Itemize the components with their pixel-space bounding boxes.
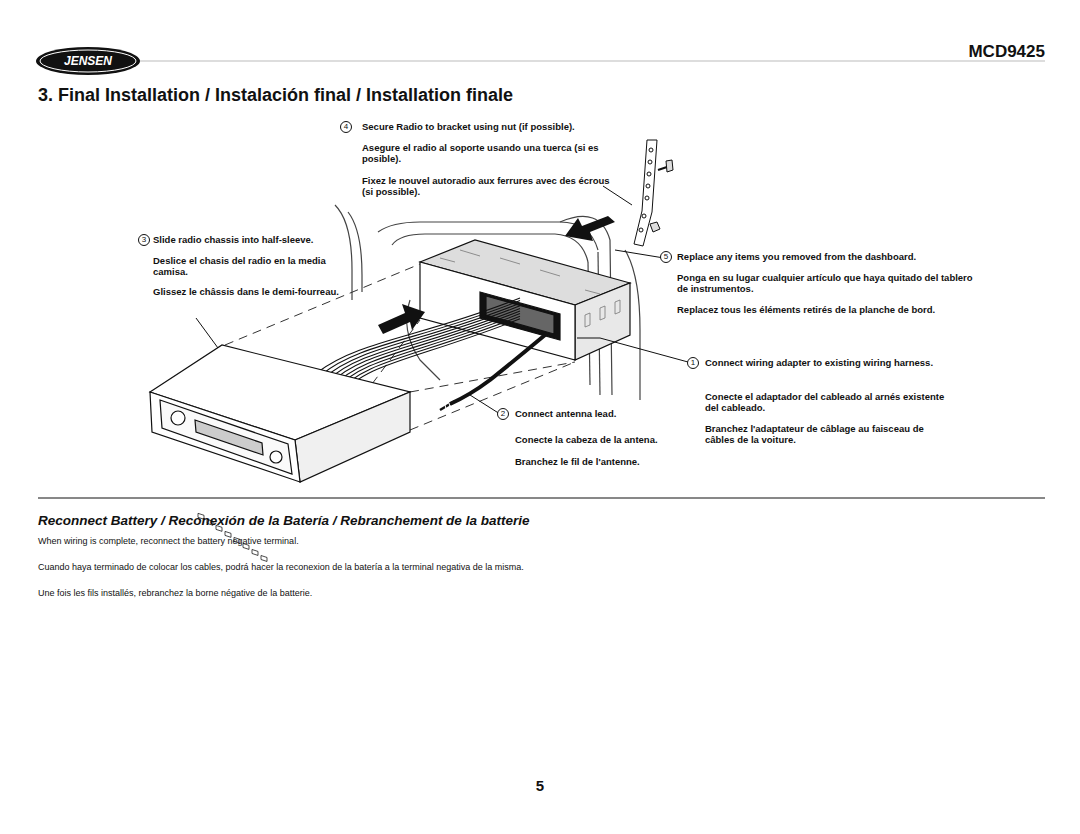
radio-chassis xyxy=(160,400,292,474)
instruction: Slide radio chassis into half-sleeve. xyxy=(153,234,363,245)
radio-chassis xyxy=(295,392,410,482)
logo-oval xyxy=(36,47,140,75)
callout-number: 1 xyxy=(691,359,695,367)
radio-chassis xyxy=(150,345,410,482)
instruction: Asegure el radio al soporte usando una t… xyxy=(362,142,612,165)
section-heading: Reconnect Battery / Reconexión de la Bat… xyxy=(38,513,938,529)
mounting-bracket xyxy=(645,196,649,200)
callout-number: 5 xyxy=(664,253,668,261)
leader-lines xyxy=(615,250,664,258)
model-number: MCD9425 xyxy=(920,42,1045,62)
insert-arrow xyxy=(378,304,425,334)
logo-text: JENSEN xyxy=(48,54,128,68)
antenna-plug-ribs xyxy=(445,403,450,409)
leader-lines xyxy=(577,338,688,362)
instruction: Conecte el adaptador del cableado al arn… xyxy=(705,391,945,414)
radio-button xyxy=(261,556,267,562)
callout-circle: 4 xyxy=(340,121,352,133)
instruction: Glissez le châssis dans le demi-fourreau… xyxy=(153,286,353,297)
radio-chassis xyxy=(195,420,263,455)
callout-number: 4 xyxy=(344,123,348,131)
dashboard-opening xyxy=(348,212,362,292)
radio-chassis xyxy=(150,392,300,482)
instruction: Connect wiring adapter to existing wirin… xyxy=(705,357,940,368)
mounting-bracket xyxy=(642,214,646,218)
callout-number: 2 xyxy=(501,410,505,418)
half-sleeve xyxy=(420,240,630,360)
half-sleeve xyxy=(575,283,630,360)
instruction: Secure Radio to bracket using nut (if po… xyxy=(362,121,622,132)
mounting-bracket xyxy=(648,160,652,164)
leader-lines xyxy=(470,395,500,414)
instruction: Conecte la cabeza de la antena. xyxy=(515,434,695,445)
alignment-lines xyxy=(410,362,575,430)
page-title: 3. Final Installation / Instalación fina… xyxy=(38,85,513,107)
instruction: Fixez le nouvel autoradio aux ferrures a… xyxy=(362,175,612,198)
radio-button xyxy=(252,549,258,555)
radio-chassis xyxy=(270,451,282,463)
mounting-bracket xyxy=(666,160,673,172)
instruction: Replace any items you removed from the d… xyxy=(677,251,987,262)
mounting-bracket xyxy=(650,222,660,232)
instruction: Branchez le fil de l'antenne. xyxy=(515,456,695,467)
antenna-plug xyxy=(440,401,455,410)
instruction: Ponga en su lugar cualquier artículo que… xyxy=(677,272,977,295)
leader-lines xyxy=(196,186,688,414)
sleeve-tabs xyxy=(440,250,620,327)
leader-lines xyxy=(196,318,218,348)
mounting-bracket xyxy=(649,148,653,152)
mounting-bracket xyxy=(647,172,651,176)
callout-circle: 3 xyxy=(138,234,150,246)
instruction: Replacez tous les éléments retirés de la… xyxy=(677,304,987,315)
leader-lines xyxy=(603,186,632,205)
paragraph: Une fois les fils installés, rebranchez … xyxy=(38,588,938,599)
callout-circle: 5 xyxy=(660,251,672,263)
callout-number: 3 xyxy=(142,236,146,244)
header-rule xyxy=(140,61,1045,62)
mounting-bracket xyxy=(639,228,643,232)
insert-arrow xyxy=(565,216,615,241)
sleeve-tabs xyxy=(440,250,600,294)
paragraph: Cuando haya terminado de colocar los cab… xyxy=(38,562,938,573)
paragraph: When wiring is complete, reconnect the b… xyxy=(38,536,938,547)
dashboard-opening xyxy=(335,205,352,300)
logo-ring xyxy=(40,50,136,72)
instruction: Connect antenna lead. xyxy=(515,408,695,419)
instruction: Deslice el chasis del radio en la media … xyxy=(153,255,363,278)
dashboard-opening xyxy=(335,205,640,400)
mounting-bracket xyxy=(646,184,650,188)
instruction: Branchez l'adaptateur de câblage au fais… xyxy=(705,423,945,446)
alignment-lines xyxy=(225,264,420,345)
callout-circle: 1 xyxy=(687,357,699,369)
callout-circle: 2 xyxy=(497,408,509,420)
radio-chassis xyxy=(171,411,185,425)
mounting-bracket xyxy=(634,140,673,246)
antenna-lead xyxy=(450,335,545,404)
sleeve-tabs xyxy=(585,300,620,327)
half-sleeve xyxy=(420,262,575,360)
page-number: 5 xyxy=(520,777,560,795)
section-rule xyxy=(38,498,1045,499)
